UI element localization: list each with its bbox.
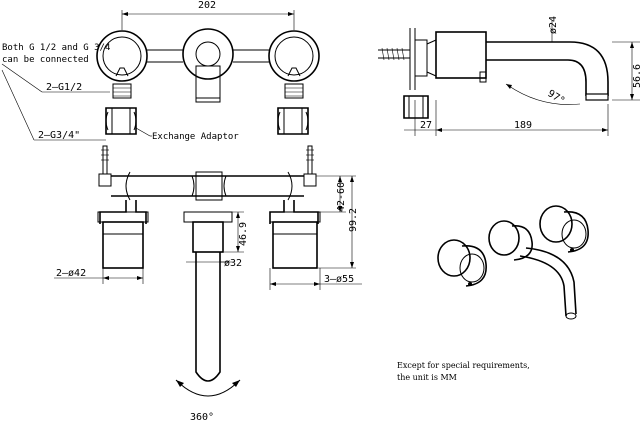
note-thread-line2: can be connected xyxy=(2,55,89,65)
dim-2-42: 2—ø42 xyxy=(56,268,86,279)
top-view: 42-60 99.2 46.9 ø32 2—ø42 3—ø55 xyxy=(54,145,362,397)
dim-99-2: 99.2 xyxy=(348,208,359,232)
dim-42-60: 42-60 xyxy=(336,182,347,212)
dim-189: 189 xyxy=(514,120,532,131)
perspective-view xyxy=(437,205,589,320)
thread-g34-label: 2—G3/4" xyxy=(38,130,80,141)
exchange-adaptor-label: Exchange Adaptor xyxy=(152,132,239,142)
footer-note-line1: Except for special requirements, xyxy=(397,361,530,370)
footer-note-line2: the unit is MM xyxy=(397,373,457,382)
dim-27: 27 xyxy=(420,120,432,131)
dim-202: 202 xyxy=(198,0,216,11)
dim-46-9: 46.9 xyxy=(238,222,249,246)
note-thread-line1: Both G 1/2 and G 3/4 xyxy=(2,43,110,53)
dim-3-55: 3—ø55 xyxy=(324,274,354,285)
dim-32: ø32 xyxy=(224,258,242,269)
front-view: 202 xyxy=(1,0,320,141)
dim-56-6: 56.6 xyxy=(632,64,643,88)
rotation-360-label: 360° xyxy=(190,412,214,423)
thread-g12-label: 2—G1/2 xyxy=(46,82,82,93)
dim-24: ø24 xyxy=(548,16,559,34)
side-view: ø24 56.6 97° 27 189 xyxy=(378,16,643,136)
